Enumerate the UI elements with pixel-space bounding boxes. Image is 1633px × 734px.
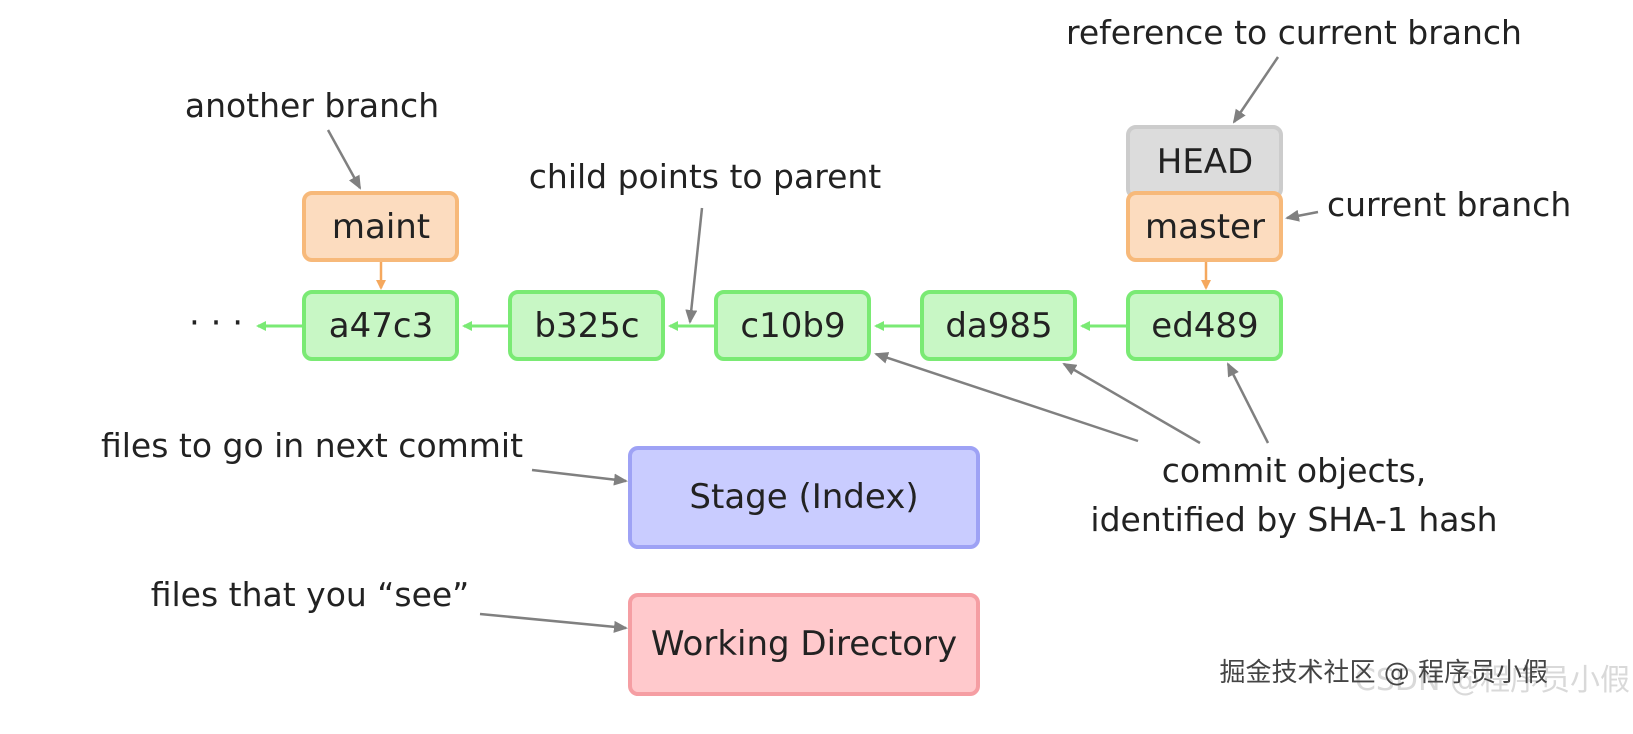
arrow-commit-objects-to-ed489: [1226, 362, 1270, 444]
arrow-child-points-to-parent: [685, 207, 704, 324]
commit-box: [714, 290, 871, 361]
branch-maint: maint: [302, 191, 459, 262]
branch-name: master: [1145, 207, 1265, 247]
annotation-arrows: [326, 56, 1319, 633]
working-directory-label: Working Directory: [651, 624, 957, 664]
stage-label: Stage (Index): [689, 477, 918, 517]
label-reference-to-current-branch: reference to current branch: [1066, 13, 1522, 52]
commit-hash: a47c3: [329, 306, 433, 346]
branch-master: master: [1126, 191, 1283, 262]
commit-box: [508, 290, 665, 361]
head-ref: HEAD: [1126, 125, 1283, 199]
branch-arrows: [376, 262, 1211, 290]
label-commit-objects-line2: identified by SHA-1 hash: [1090, 500, 1497, 539]
arrow-files-next-commit-to-stage: [531, 468, 628, 486]
stage-box: [628, 446, 980, 549]
head-label: HEAD: [1157, 142, 1254, 182]
commit-hash: ed489: [1151, 306, 1258, 346]
commit-hash: b325c: [534, 306, 639, 346]
branch-box: [1126, 191, 1283, 262]
label-child-points-to-parent: child points to parent: [529, 157, 882, 196]
commit-b325c: b325c: [508, 290, 665, 361]
label-commit-objects-line1: commit objects,: [1162, 451, 1427, 490]
arrow-another-branch-to-maint: [326, 129, 362, 190]
label-current-branch: current branch: [1327, 185, 1571, 224]
arrow-reference-to-head: [1232, 56, 1280, 124]
commit-box: [302, 290, 459, 361]
history-ellipsis: · · ·: [189, 303, 243, 343]
working-directory-box: [628, 593, 980, 696]
commit-c10b9: c10b9: [714, 290, 871, 361]
commit-a47c3: a47c3: [302, 290, 459, 361]
label-files-you-see: files that you “see”: [151, 575, 470, 614]
commit-ed489: ed489: [1126, 290, 1283, 361]
branch-name: maint: [332, 207, 430, 247]
commit-hash: da985: [945, 306, 1052, 346]
commit-box: [1126, 290, 1283, 361]
arrow-commit-objects-to-da985: [1062, 362, 1201, 445]
label-another-branch: another branch: [185, 86, 439, 125]
stage-area: Stage (Index): [628, 446, 980, 549]
arrow-files-you-see-to-working: [479, 612, 628, 633]
commit-da985: da985: [920, 290, 1077, 361]
arrow-current-branch-to-master: [1285, 209, 1319, 222]
commit-box: [920, 290, 1077, 361]
watermark-ghost: CSDN @程序员小假: [1355, 663, 1630, 698]
arrow-commit-objects-to-c10b9: [874, 352, 1139, 443]
branch-box: [302, 191, 459, 262]
watermark-text: 掘金技术社区 @ 程序员小假: [1219, 658, 1548, 688]
commit-hash: c10b9: [740, 306, 845, 346]
working-directory-area: Working Directory: [628, 593, 980, 696]
label-files-next-commit: files to go in next commit: [101, 426, 523, 465]
